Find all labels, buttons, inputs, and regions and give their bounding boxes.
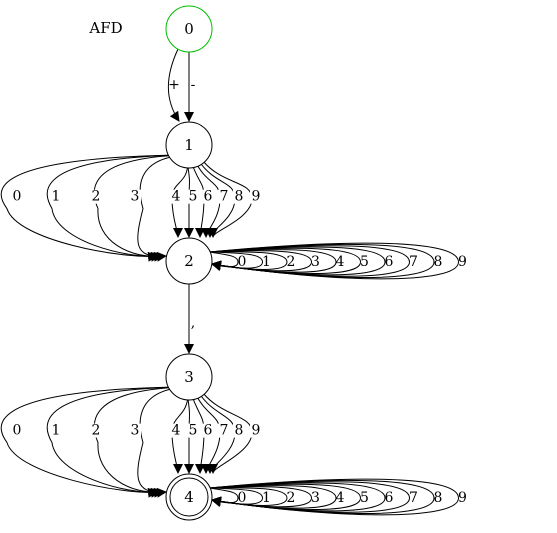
transition-label-1-2-3: 3	[131, 189, 140, 205]
label-background	[218, 189, 230, 204]
transition-label-3-4-1: 1	[52, 423, 61, 439]
transition-label-2-2-7: 7	[409, 254, 418, 270]
transition-label-3-4-9: 9	[252, 423, 261, 439]
transition-label-1-2-4: 4	[172, 189, 181, 205]
transition-label-1-2-7: 7	[220, 189, 229, 205]
transition-label-4-4-1: 1	[262, 490, 271, 506]
diagram-title: AFD	[88, 19, 122, 37]
label-background	[11, 189, 23, 204]
transition-label-2-2-0: 0	[238, 254, 247, 270]
transition-label-2-2-5: 5	[360, 254, 369, 270]
transition-label-1-2-5: 5	[189, 189, 198, 205]
transition-label-4-4-0: 0	[238, 490, 247, 506]
accepting-state-ring	[169, 477, 209, 517]
transition-label-3-4-7: 7	[220, 423, 229, 439]
edge-1-2-0	[0, 154, 177, 262]
transition-label-2-2-3: 3	[311, 254, 320, 270]
label-background	[250, 423, 262, 438]
label-background	[202, 189, 214, 204]
transition-label-4-4-6: 6	[385, 490, 394, 506]
label-background	[187, 423, 199, 438]
transition-label-3-4-4: 4	[172, 423, 181, 439]
transition-label-1-2-9: 9	[252, 189, 261, 205]
transition-label-2-2-4: 4	[336, 254, 345, 270]
self-loop-4-3	[209, 486, 313, 508]
self-loop-2-3	[209, 250, 313, 272]
state-1: 1	[165, 121, 213, 169]
transition-label-3-4-2: 2	[92, 423, 101, 439]
state-3: 3	[165, 353, 213, 401]
edge-0-1-+	[167, 48, 180, 122]
transition-label-1-2-8: 8	[235, 189, 244, 205]
transition-label-4-4-9: 9	[458, 490, 467, 506]
label-background	[187, 189, 199, 204]
transition-label-3-4-8: 8	[235, 423, 244, 439]
transition-label-2-2-6: 6	[385, 254, 394, 270]
label-background	[202, 423, 214, 438]
transition-label-0-1--: -	[191, 77, 196, 93]
state-3-label: 3	[184, 368, 194, 386]
edge-3-4-1	[46, 386, 180, 498]
transition-label-4-4-7: 7	[409, 490, 418, 506]
transition-label-1-2-0: 0	[13, 189, 22, 205]
label-background	[11, 423, 23, 438]
edge-3-4-3	[137, 386, 186, 498]
self-loop-4-9	[209, 478, 460, 516]
state-4-label: 4	[184, 488, 194, 506]
state-2: 2	[165, 237, 213, 285]
transition-label-3-4-3: 3	[131, 423, 140, 439]
transition-label-4-4-2: 2	[287, 490, 296, 506]
transition-label-0-1-+: +	[168, 77, 180, 93]
transition-label-1-2-6: 6	[204, 189, 213, 205]
state-0: 0	[165, 5, 213, 53]
state-4: 4	[165, 473, 213, 521]
transition-label-2-2-8: 8	[434, 254, 443, 270]
state-circle	[165, 121, 213, 169]
label-background	[129, 423, 141, 438]
self-loop-2-9	[209, 242, 460, 280]
edge-3-4-2	[93, 386, 183, 498]
label-background	[250, 189, 262, 204]
label-background	[90, 189, 102, 204]
start-state-circle	[165, 5, 213, 53]
edge-1-2-1	[46, 154, 180, 262]
transition-label-4-4-8: 8	[434, 490, 443, 506]
states-layer: 0 1 2 3 4	[165, 5, 213, 521]
transition-label-3-4-5: 5	[189, 423, 198, 439]
transition-label-4-4-4: 4	[336, 490, 345, 506]
transition-label-4-4-5: 5	[360, 490, 369, 506]
state-1-label: 1	[184, 136, 194, 154]
label-background	[233, 423, 245, 438]
state-0-label: 0	[184, 20, 194, 38]
transition-label-3-4-6: 6	[204, 423, 213, 439]
transition-label-4-4-3: 3	[311, 490, 320, 506]
label-background	[170, 423, 182, 438]
transitions-layer	[0, 48, 460, 516]
transition-label-1-2-2: 2	[92, 189, 101, 205]
label-background	[233, 189, 245, 204]
label-background	[170, 189, 182, 204]
state-2-label: 2	[184, 252, 194, 270]
state-circle	[165, 353, 213, 401]
transition-label-2-2-1: 1	[262, 254, 271, 270]
state-circle	[165, 473, 213, 521]
label-background	[50, 423, 62, 438]
edge-1-2-2	[93, 154, 183, 262]
transition-label-2-2-2: 2	[287, 254, 296, 270]
label-background	[129, 189, 141, 204]
transition-label-1-2-1: 1	[52, 189, 61, 205]
label-background	[218, 423, 230, 438]
transition-label-2-3: ,	[191, 315, 195, 331]
label-background	[90, 423, 102, 438]
edge-3-4-0	[0, 386, 177, 498]
transition-label-2-2-9: 9	[458, 254, 467, 270]
state-circle	[165, 237, 213, 285]
label-background	[50, 189, 62, 204]
transition-label-3-4-0: 0	[13, 423, 22, 439]
edge-1-2-3	[137, 154, 186, 262]
